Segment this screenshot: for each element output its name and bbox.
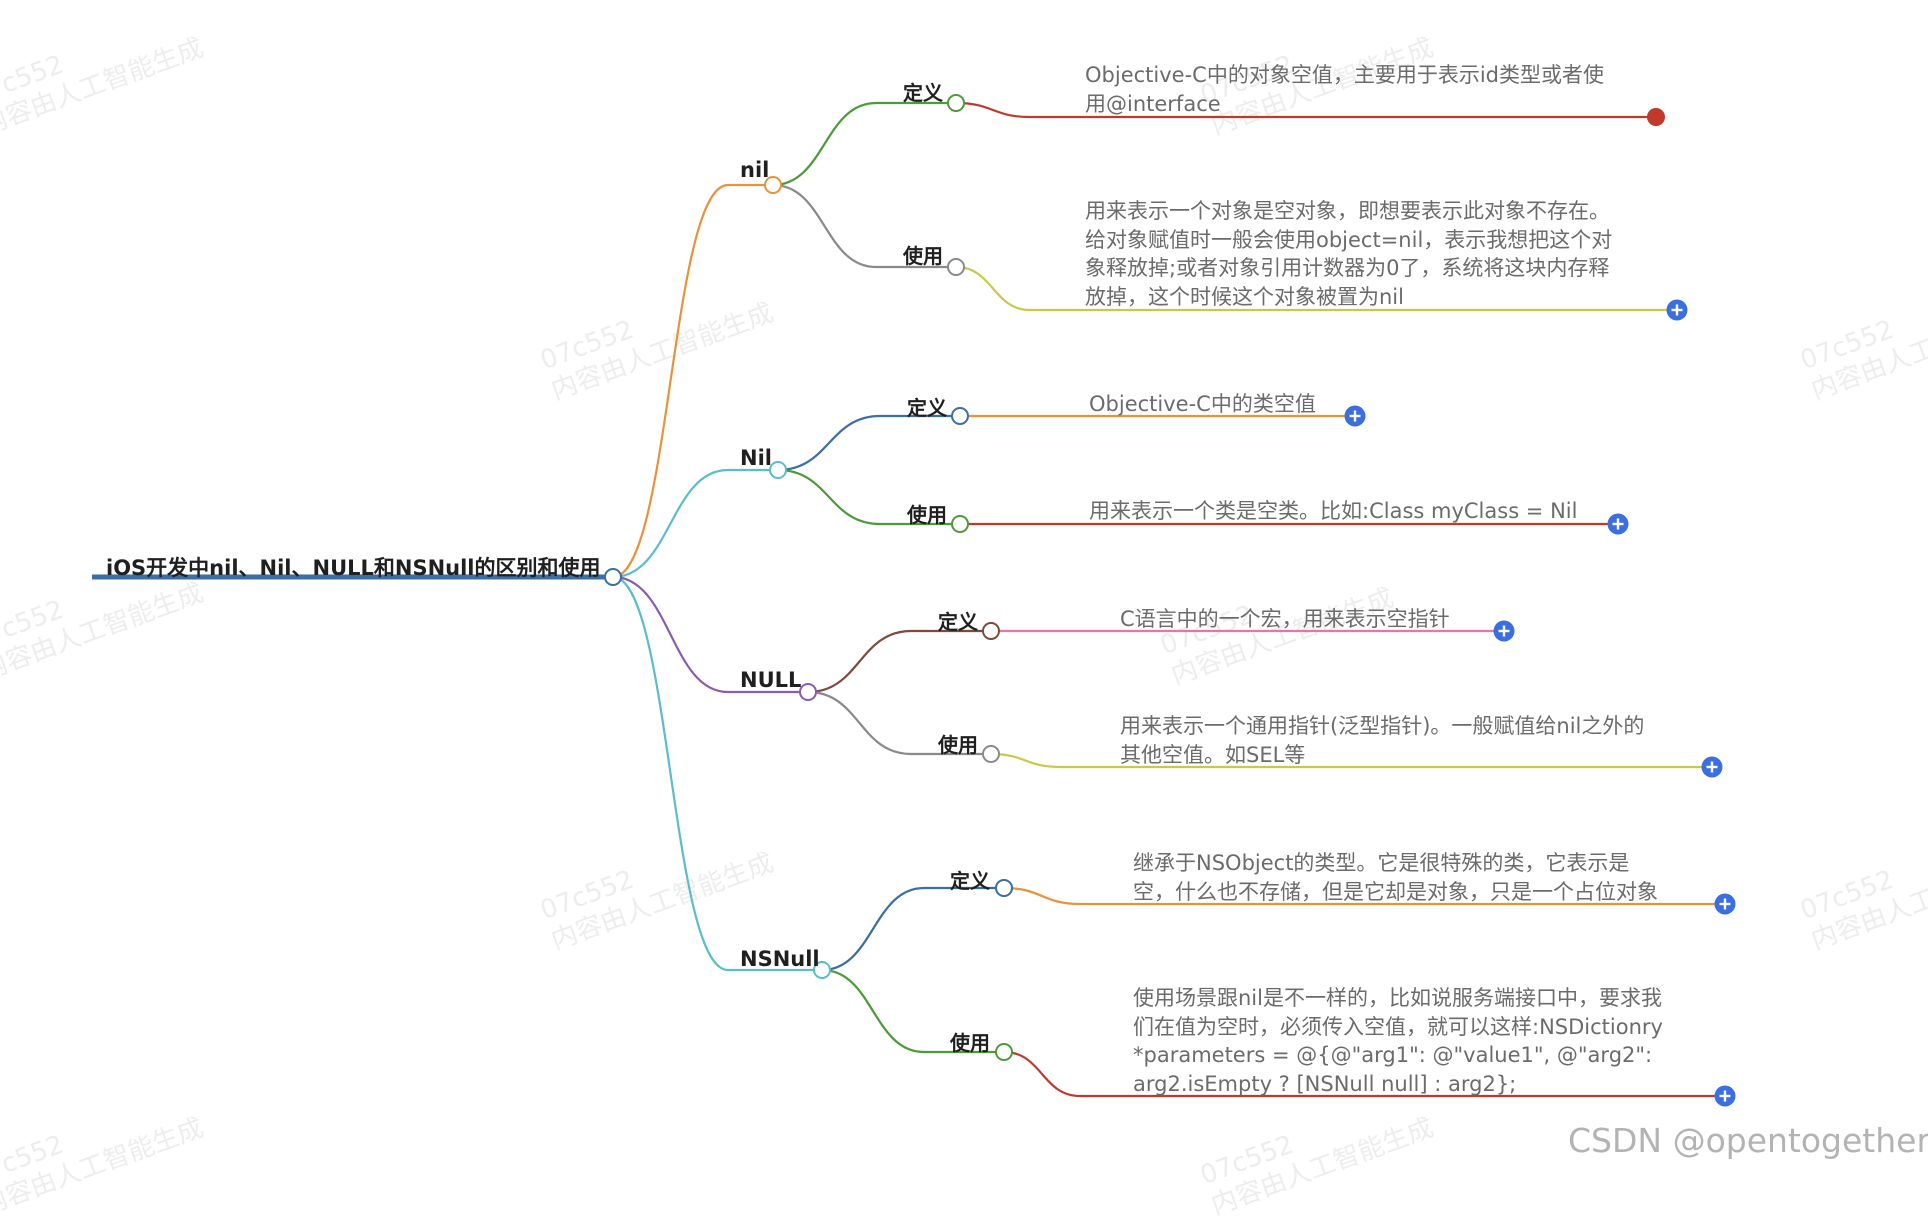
NULL-definition-label[interactable]: 定义 (938, 610, 978, 634)
edge-NULL-leaf-5 (807, 690, 912, 756)
expand-plus-icon[interactable] (1714, 1085, 1736, 1107)
NSNull-definition-label[interactable]: 定义 (950, 869, 990, 893)
edge-root-NULL (612, 575, 729, 694)
leaf-node-circle-NULL-leaf-5 (982, 745, 1000, 763)
credit-text: CSDN @opentogether (1568, 1121, 1928, 1160)
branch-node-circle-NSNull (813, 961, 831, 979)
NSNull-usage-label[interactable]: 使用 (950, 1031, 990, 1055)
NULL-definition-text: C语言中的一个宏，用来表示空指针 (1120, 607, 1450, 631)
leaf-node-circle-nil-leaf-0 (947, 94, 965, 112)
leaf-node-circle-NSNull-leaf-7 (995, 1043, 1013, 1061)
edge-text-nil-leaf-1 (955, 265, 1031, 312)
NULL-usage-label[interactable]: 使用 (938, 733, 978, 757)
edge-text-NSNull-leaf-6 (1003, 886, 1081, 906)
collapse-dot-icon[interactable] (1647, 108, 1665, 126)
branch-nil[interactable]: nil (740, 158, 770, 182)
branch-node-circle-nil (764, 176, 782, 194)
edge-NSNull-leaf-7 (821, 968, 925, 1054)
expand-plus-icon[interactable] (1701, 756, 1723, 778)
branch-NSNull[interactable]: NSNull (740, 947, 820, 971)
mindmap-canvas (92, 94, 1736, 1107)
root-node-circle (604, 568, 622, 586)
leaf-node-circle-NULL-leaf-4 (982, 622, 1000, 640)
edge-root-Nil (612, 468, 729, 579)
expand-plus-icon[interactable] (1714, 893, 1736, 915)
edge-layer (92, 101, 1725, 1098)
edge-NSNull-leaf-6 (821, 886, 925, 972)
edge-text-NULL-leaf-5 (990, 752, 1061, 769)
expand-plus-icon[interactable] (1344, 405, 1366, 427)
nil-usage-label[interactable]: 使用 (903, 244, 943, 268)
expand-plus-icon[interactable] (1666, 299, 1688, 321)
leaf-node-circle-nil-leaf-1 (947, 258, 965, 276)
edge-NULL-leaf-4 (807, 629, 912, 694)
leaf-node-circle-Nil-leaf-2 (951, 407, 969, 425)
edge-Nil-leaf-2 (777, 414, 881, 472)
NSNull-definition-text: 继承于NSObject的类型。它是很特殊的类，它表示是 空，什么也不存储，但是它… (1133, 851, 1658, 904)
edge-Nil-leaf-3 (777, 468, 881, 526)
nil-usage-text: 用来表示一个对象是空对象，即想要表示此对象不存在。 给对象赋值时一般会使用obj… (1085, 199, 1613, 309)
branch-Nil[interactable]: Nil (740, 446, 772, 470)
branch-node-circle-Nil (769, 461, 787, 479)
NSNull-usage-text: 使用场景跟nil是不一样的，比如说服务端接口中，要求我 们在值为空时，必须传入空… (1133, 986, 1663, 1096)
leaf-node-circle-NSNull-leaf-6 (995, 879, 1013, 897)
expand-plus-icon[interactable] (1607, 513, 1629, 535)
nil-definition-label[interactable]: 定义 (903, 81, 943, 105)
branch-NULL[interactable]: NULL (740, 668, 802, 692)
Nil-definition-label[interactable]: 定义 (907, 396, 947, 420)
branch-node-circle-NULL (799, 683, 817, 701)
edge-nil-leaf-1 (772, 183, 877, 269)
Nil-usage-text: 用来表示一个类是空类。比如:Class myClass = Nil (1089, 499, 1578, 523)
marker-layer (604, 94, 1736, 1107)
expand-plus-icon[interactable] (1493, 620, 1515, 642)
Nil-definition-text: Objective-C中的类空值 (1089, 392, 1316, 416)
edge-nil-leaf-0 (772, 101, 877, 187)
edge-text-nil-leaf-0 (955, 101, 1031, 119)
edge-root-nil (612, 183, 729, 579)
edge-text-NSNull-leaf-7 (1003, 1050, 1081, 1098)
root-topic[interactable]: iOS开发中nil、Nil、NULL和NSNull的区别和使用 (106, 556, 601, 580)
leaf-node-circle-Nil-leaf-3 (951, 515, 969, 533)
edge-root-NSNull (612, 575, 729, 972)
Nil-usage-label[interactable]: 使用 (907, 503, 947, 527)
NULL-usage-text: 用来表示一个通用指针(泛型指针)。一般赋值给nil之外的 其他空值。如SEL等 (1120, 714, 1645, 767)
nil-definition-text: Objective-C中的对象空值，主要用于表示id类型或者使 用@interf… (1085, 63, 1604, 116)
